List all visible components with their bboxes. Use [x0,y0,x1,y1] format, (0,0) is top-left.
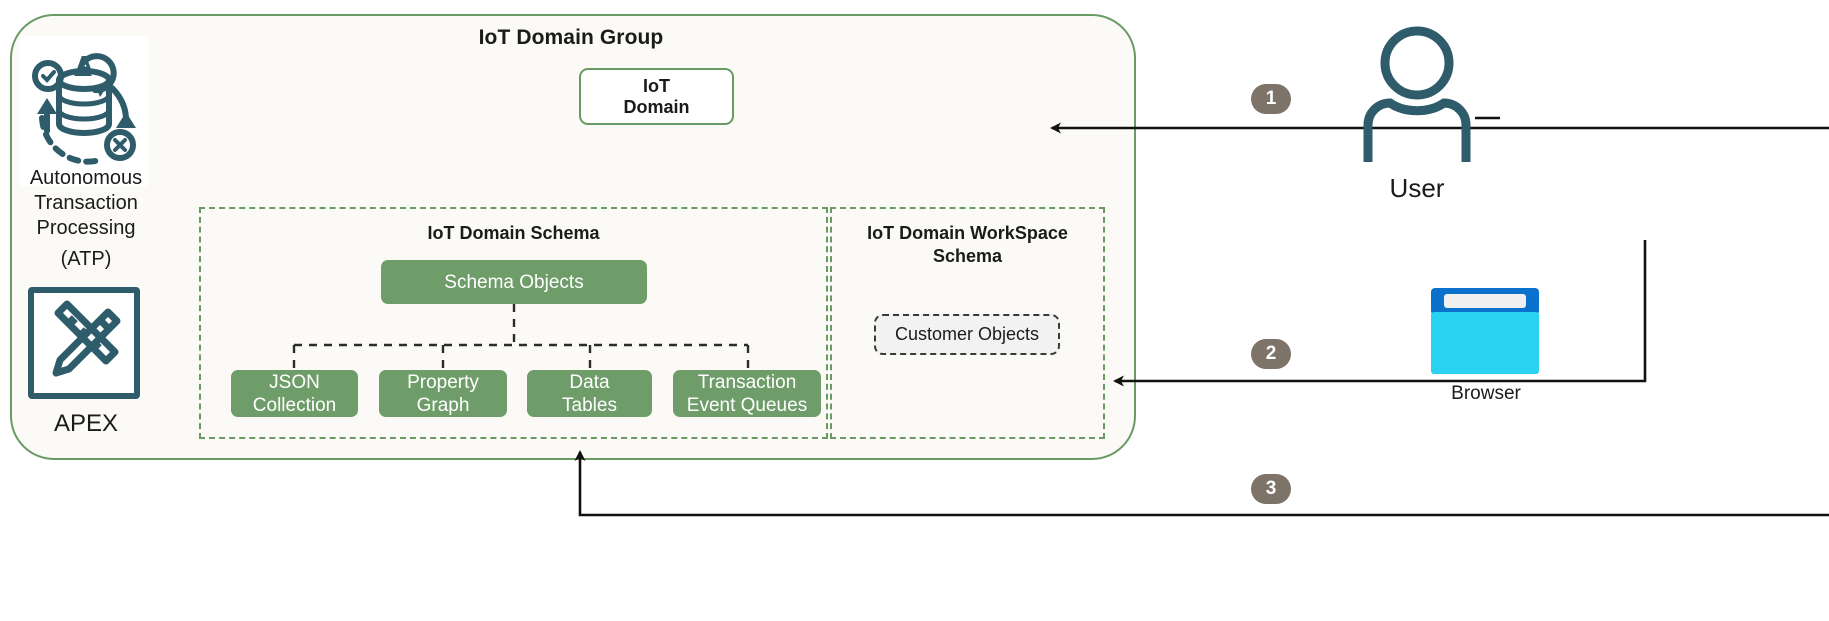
user-label: User [1389,173,1445,203]
property-graph-line-2: Graph [416,394,470,416]
workspace-title-line-2: Schema [932,246,1003,266]
transaction-event-queues-line-2: Event Queues [686,394,808,416]
browser-icon [1431,288,1539,374]
schema-objects-box[interactable]: Schema Objects [381,260,647,304]
iot-domain-workspace-schema-title: IoT Domain WorkSpace Schema [830,222,1105,268]
iot-domain-label-line-1: IoT [642,75,670,96]
atp-icon-frame: A [20,36,148,186]
json-collection-box[interactable]: JSON Collection [231,370,358,417]
autonomous-database-icon: A [32,50,136,165]
transaction-event-queues-line-1: Transaction [697,371,797,393]
step-badge-1: 1 [1251,84,1291,114]
iot-domain-box[interactable]: IoT Domain [579,68,734,125]
iot-domain-workspace-schema-panel [830,207,1105,439]
user-icon [1363,26,1471,162]
property-graph-box[interactable]: Property Graph [379,370,507,417]
atp-label-line-2: Transaction [34,192,138,214]
schema-objects-label: Schema Objects [444,271,584,293]
iot-domain-schema-title: IoT Domain Schema [427,223,600,243]
iot-domain-label-line-2: Domain [623,96,690,117]
iot-domain-schema-panel [199,207,828,439]
step-badge-2: 2 [1251,339,1291,369]
transaction-event-queues-box[interactable]: Transaction Event Queues [673,370,821,417]
apex-icon-frame [28,287,140,399]
iot-domain-group-container [10,14,1136,460]
atp-label-line-3: Processing [36,217,136,239]
data-tables-line-2: Tables [562,394,617,416]
data-tables-box[interactable]: Data Tables [527,370,652,417]
json-collection-line-2: Collection [252,394,337,416]
step-badge-3: 3 [1251,474,1291,504]
atp-label: Autonomous Transaction Processing (ATP) [6,166,166,272]
workspace-title-line-1: IoT Domain WorkSpace [867,223,1068,243]
flow-arrow-3 [574,450,1829,517]
group-title: IoT Domain Group [478,26,664,49]
svg-text:A: A [75,50,94,80]
apex-label: APEX [53,410,119,437]
customer-objects-label: Customer Objects [894,324,1040,344]
pencil-ruler-icon [52,300,121,377]
json-collection-line-1: JSON [269,371,320,393]
browser-label: Browser [1451,383,1521,404]
data-tables-line-1: Data [569,371,610,393]
flow-arrow-2 [1113,282,1647,387]
atp-label-line-1: Autonomous [29,167,143,189]
atp-label-line-4: (ATP) [60,248,112,270]
property-graph-line-1: Property [407,371,479,393]
customer-objects-box[interactable]: Customer Objects [874,314,1060,355]
